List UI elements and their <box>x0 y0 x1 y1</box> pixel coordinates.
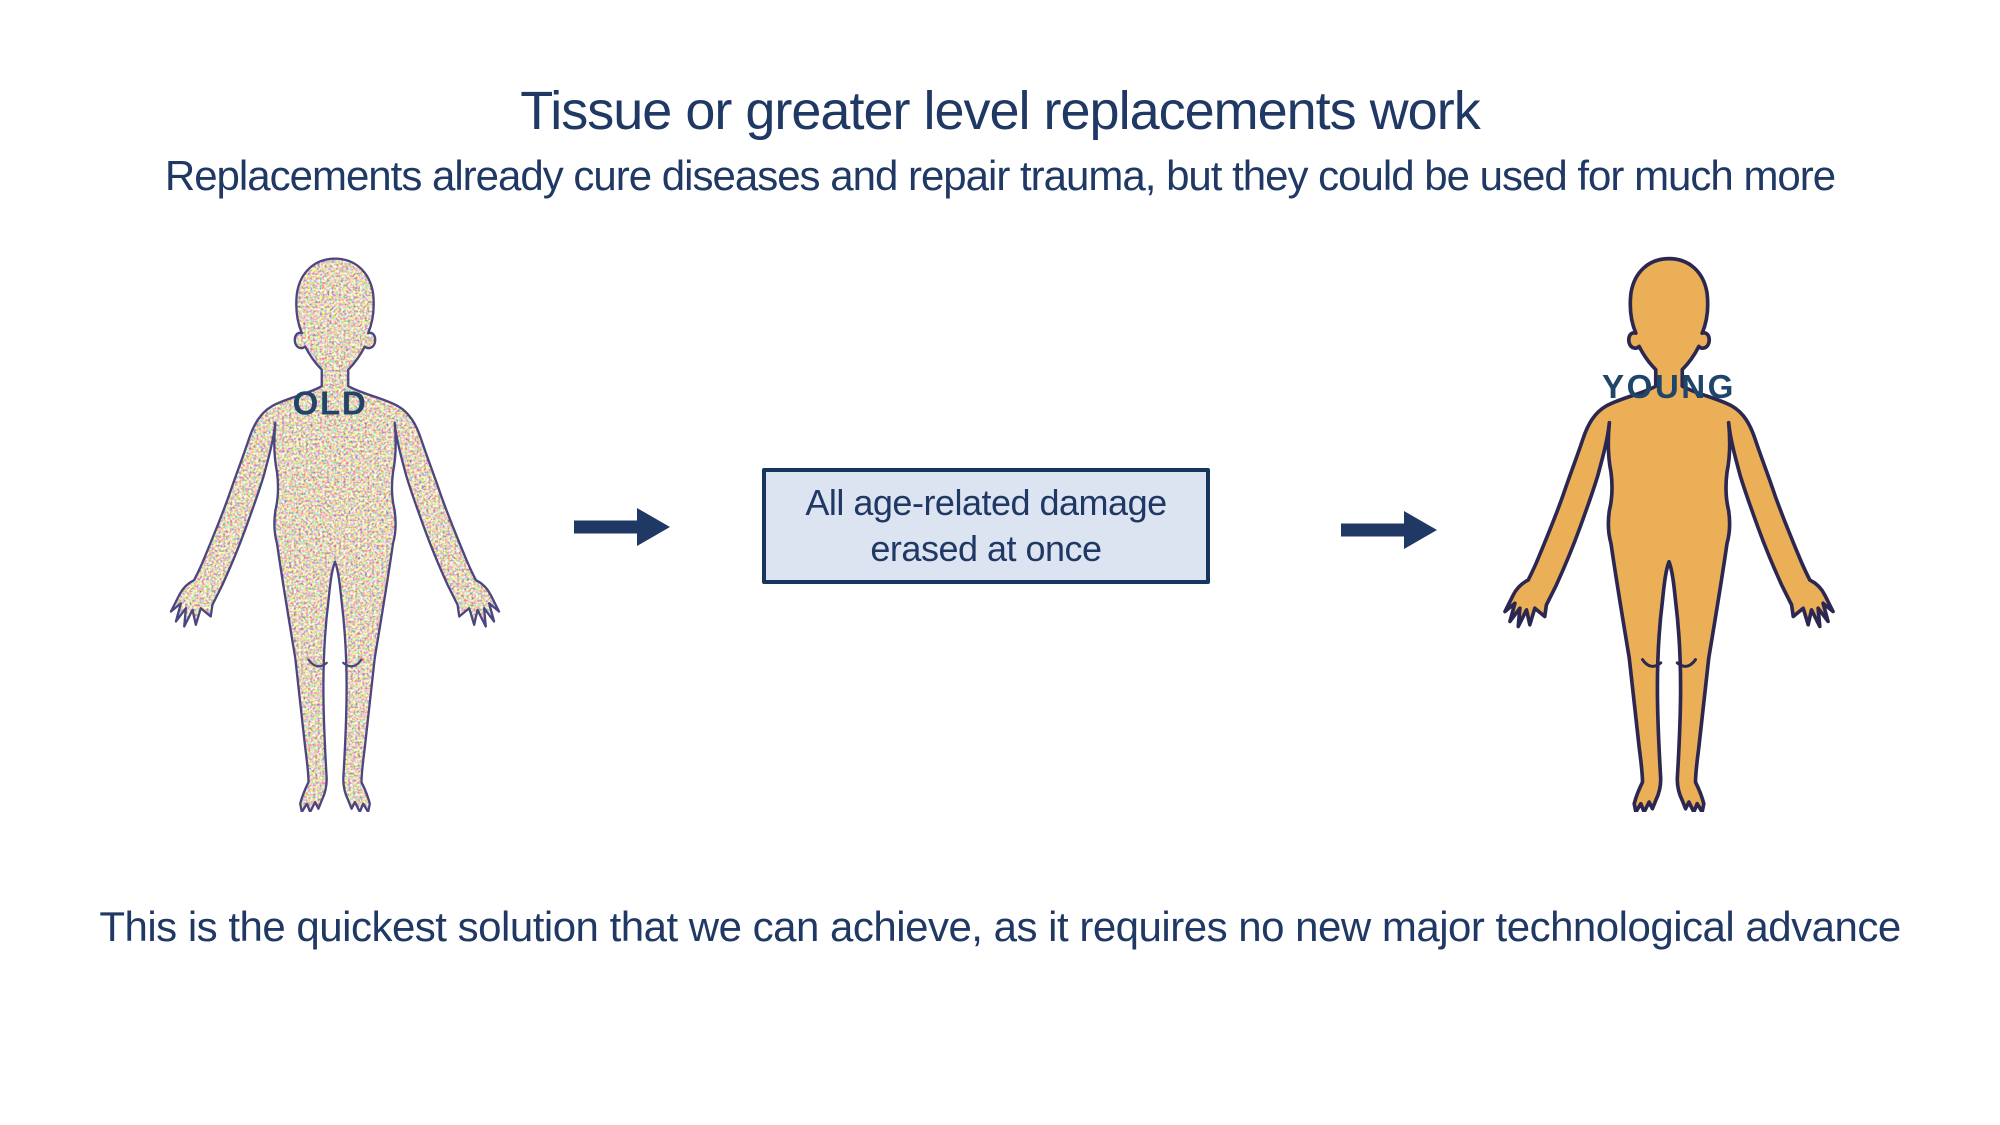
old-knee-lines <box>307 658 363 668</box>
footnote: This is the quickest solution that we ca… <box>99 903 1901 950</box>
young-body-figure: YOUNG <box>1503 256 1835 812</box>
arrow-right-icon <box>1341 511 1437 549</box>
young-knee-lines <box>1641 658 1697 668</box>
old-body-speckle-texture <box>170 258 500 812</box>
process-box-line2: erased at once <box>870 528 1102 569</box>
old-label: OLD <box>293 385 368 422</box>
arrow-right-icon <box>574 508 670 546</box>
young-label: YOUNG <box>1602 369 1736 406</box>
page-subtitle: Replacements already cure diseases and r… <box>164 152 1836 199</box>
process-box: All age-related damage erased at once <box>762 468 1210 584</box>
page-title: Tissue or greater level replacements wor… <box>520 81 1480 141</box>
old-body-figure: OLD <box>169 257 501 812</box>
young-body-shape <box>1503 256 1835 812</box>
process-box-line1: All age-related damage <box>805 482 1167 523</box>
